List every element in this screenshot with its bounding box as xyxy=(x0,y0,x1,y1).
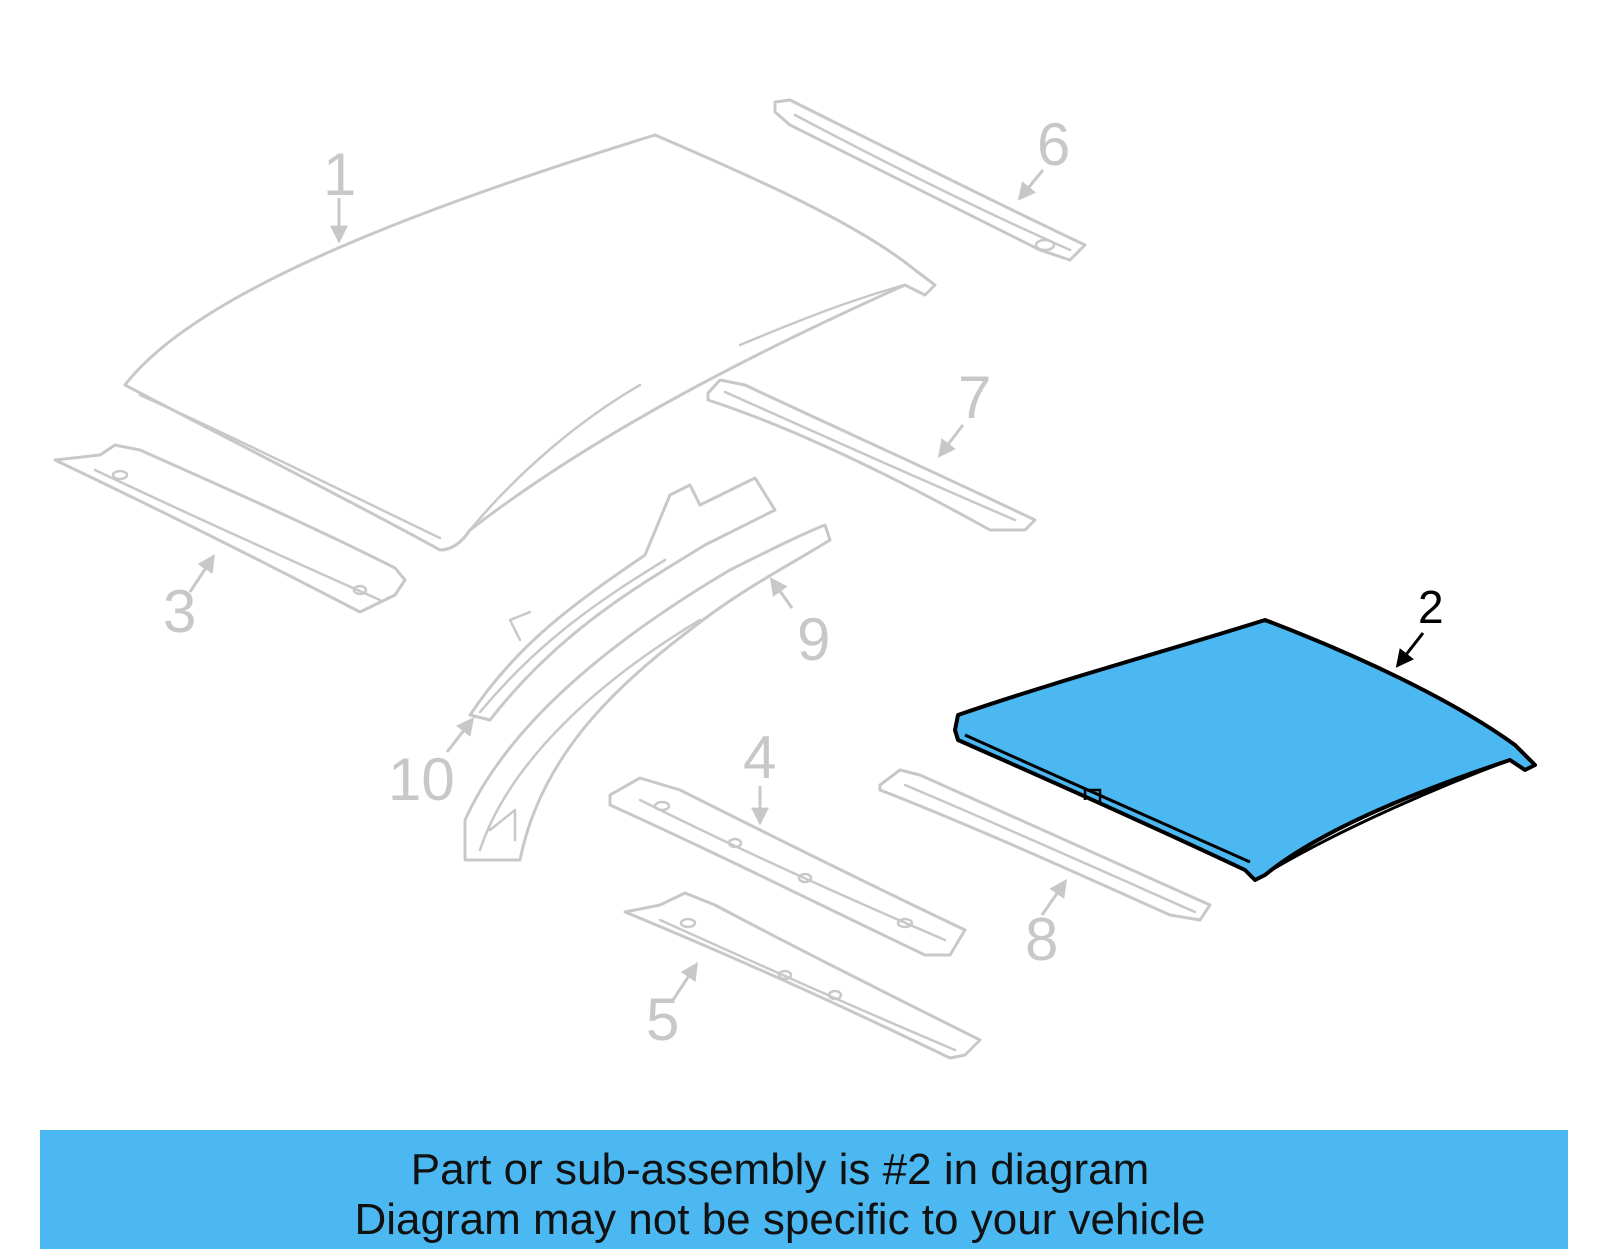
callout-7[interactable]: 7 xyxy=(958,364,991,431)
banner-part-note: Part or sub-assembly is #2 in diagram xyxy=(410,1145,1150,1194)
part-5-rail[interactable] xyxy=(623,891,982,1060)
part-6-rail[interactable] xyxy=(773,98,1087,262)
part-7-rail[interactable] xyxy=(706,378,1037,532)
part-4-rail[interactable] xyxy=(608,776,967,957)
info-banner: Part or sub-assembly is #2 in diagram Di… xyxy=(40,1130,1568,1249)
callout-3[interactable]: 3 xyxy=(163,578,196,645)
part-1-roof-panel[interactable] xyxy=(123,133,937,552)
callout-8[interactable]: 8 xyxy=(1025,906,1058,973)
part-8-rail[interactable] xyxy=(878,768,1212,922)
callout-labels: 1 2 3 4 5 6 7 8 9 10 xyxy=(163,111,1444,1053)
callout-10[interactable]: 10 xyxy=(388,746,455,813)
part-2-roof-panel[interactable] xyxy=(953,618,1537,882)
callout-2[interactable]: 2 xyxy=(1418,581,1444,633)
callout-6[interactable]: 6 xyxy=(1037,111,1070,178)
callout-4[interactable]: 4 xyxy=(743,724,776,791)
callout-5[interactable]: 5 xyxy=(646,986,679,1053)
part-3-rail[interactable] xyxy=(53,443,407,614)
part-10-pillar[interactable] xyxy=(468,476,777,722)
callout-9[interactable]: 9 xyxy=(797,606,830,673)
callout-1[interactable]: 1 xyxy=(323,141,356,208)
banner-vehicle-disclaimer: Diagram may not be specific to your vehi… xyxy=(354,1195,1206,1244)
part-9-pillar[interactable] xyxy=(463,523,832,862)
callout-leaders xyxy=(188,169,1425,1001)
